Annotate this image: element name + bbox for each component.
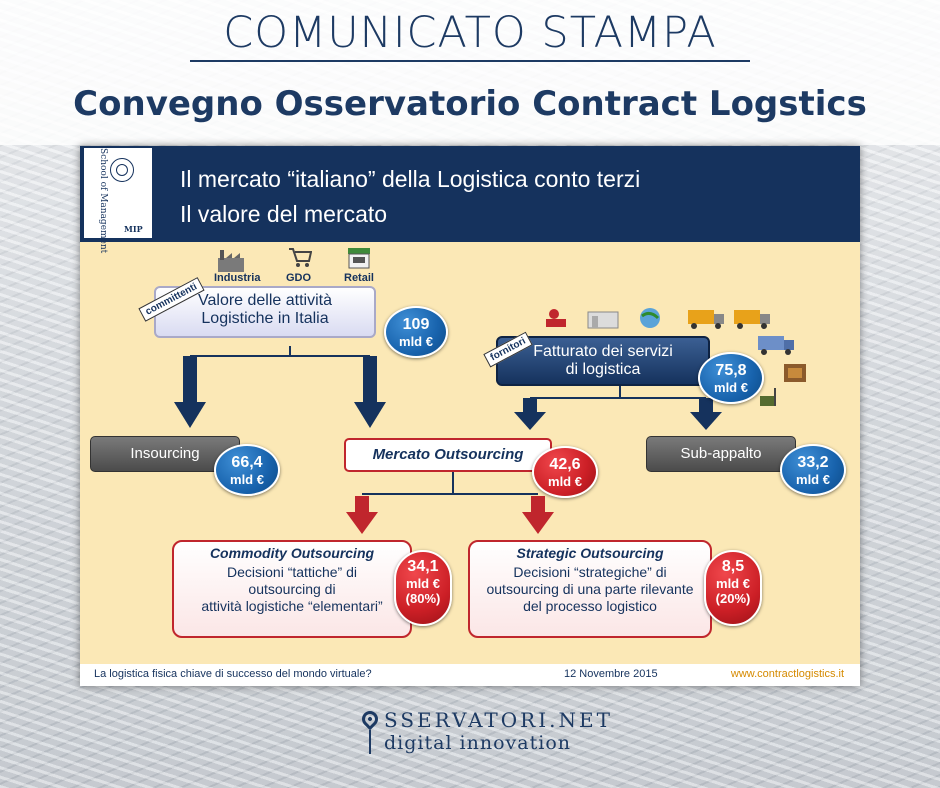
subappalto-label: Sub-appalto: [680, 445, 762, 462]
footer-date: 12 Novembre 2015: [564, 668, 658, 680]
forklift-icon: [760, 388, 776, 406]
strategic-desc: Decisioni “strategiche” di outsourcing d…: [470, 564, 710, 615]
strategic-card: Strategic Outsourcing Decisioni “strateg…: [468, 540, 712, 638]
commodity-line2: outsourcing di: [248, 581, 336, 597]
presentation-slide: School of Management MIP Il mercato “ita…: [80, 146, 860, 686]
valore-line2: Logistiche in Italia: [201, 310, 329, 327]
store-icon: [348, 248, 370, 269]
fatturato-line2: di logistica: [565, 361, 641, 378]
arrow-down-icon: [174, 356, 386, 428]
strategic-line2: outsourcing di una parte rilevante: [486, 581, 694, 597]
slide-header: School of Management MIP Il mercato “ita…: [80, 146, 860, 253]
outsourcing-unit: mld €: [548, 474, 582, 489]
logo-line1: SSERVATORI.NET: [384, 708, 613, 732]
commodity-value: 34,1: [407, 558, 439, 575]
slide-footer: La logistica fisica chiave di successo d…: [80, 664, 860, 686]
university-seal-icon: [110, 158, 134, 182]
slide-title-line1: Il mercato “italiano” della Logistica co…: [180, 166, 641, 192]
subappalto-value: 33,2: [797, 454, 829, 471]
fatturato-value-badge: 75,8 mld €: [698, 352, 764, 404]
strategic-title: Strategic Outsourcing: [516, 545, 664, 561]
commodity-line1: Decisioni “tattiche” di: [227, 564, 357, 580]
press-release-title: COMUNICATO STAMPA: [223, 8, 717, 58]
globe-icon: [640, 308, 660, 328]
strategic-line1: Decisioni “strategiche” di: [513, 564, 667, 580]
fatturato-unit: mld €: [714, 380, 748, 395]
insourcing-unit: mld €: [230, 472, 264, 487]
fatturato-value: 75,8: [715, 362, 747, 379]
gdo-label: GDO: [286, 272, 312, 284]
logo-stem: [369, 730, 371, 754]
strategic-pct: (20%): [715, 591, 751, 606]
slide-title-line2: Il valore del mercato: [180, 201, 388, 227]
outsourcing-value: 42,6: [549, 456, 581, 473]
logistics-icons: [546, 308, 806, 406]
warehouse-icon: [587, 311, 619, 329]
pallet-icon: [784, 364, 806, 382]
strategic-value: 8,5: [721, 558, 745, 575]
footer-tagline: La logistica fisica chiave di successo d…: [94, 668, 372, 680]
insourcing-label: Insourcing: [130, 445, 200, 462]
valore-unit: mld €: [399, 334, 433, 349]
outsourcing-label: Mercato Outsourcing: [372, 446, 524, 463]
strategic-value-badge: 8,5 mld € (20%): [704, 550, 762, 626]
commodity-unit: mld €: [406, 576, 440, 591]
commodity-pct: (80%): [405, 591, 441, 606]
outsourcing-box: Mercato Outsourcing: [344, 438, 552, 472]
retail-label: Retail: [344, 272, 374, 284]
valore-line1: Valore delle attività: [198, 292, 332, 309]
commodity-title: Commodity Outsourcing: [209, 545, 375, 561]
fatturato-line1: Fatturato dei servizi: [533, 343, 673, 360]
mip-logo: MIP: [124, 224, 143, 234]
subappalto-box: Sub-appalto: [646, 436, 796, 472]
commodity-value-badge: 34,1 mld € (80%): [394, 550, 452, 626]
truck-icon: [734, 310, 770, 329]
title-underline: [190, 60, 750, 62]
truck-icon: [688, 310, 724, 329]
outsourcing-value-badge: 42,6 mld €: [532, 446, 598, 498]
flow-connectors: [174, 346, 722, 534]
shopping-cart-icon: [289, 248, 312, 267]
industria-label: Industria: [214, 272, 261, 284]
strategic-line3: del processo logistico: [523, 598, 657, 614]
osservatori-logo: SSERVATORI.NET digital innovation: [358, 707, 610, 772]
valore-value: 109: [402, 316, 430, 333]
commodity-desc: Decisioni “tattiche” di outsourcing di a…: [174, 564, 410, 615]
map-pin-icon: [358, 707, 382, 731]
subappalto-value-badge: 33,2 mld €: [780, 444, 846, 496]
page-header: COMUNICATO STAMPA Convegno Osservatorio …: [0, 0, 940, 145]
logo-line2: digital innovation: [384, 732, 571, 754]
van-icon: [758, 336, 794, 355]
commodity-card: Commodity Outsourcing Decisioni “tattich…: [172, 540, 412, 638]
school-logo: School of Management MIP: [84, 148, 152, 253]
insourcing-box: Insourcing: [90, 436, 240, 472]
footer-url[interactable]: www.contractlogistics.it: [730, 668, 844, 680]
strategic-unit: mld €: [716, 576, 750, 591]
valore-value-badge: 109 mld €: [384, 306, 448, 358]
fatturato-box: Fatturato dei servizi di logistica: [496, 336, 710, 386]
insourcing-value-badge: 66,4 mld €: [214, 444, 280, 496]
event-title: Convegno Osservatorio Contract Logstics: [73, 84, 867, 124]
subappalto-unit: mld €: [796, 472, 830, 487]
factory-icon: [218, 250, 244, 272]
delivery-man-icon: [546, 309, 566, 327]
commodity-line3: attività logistiche “elementari”: [201, 598, 383, 614]
insourcing-value: 66,4: [231, 454, 263, 471]
